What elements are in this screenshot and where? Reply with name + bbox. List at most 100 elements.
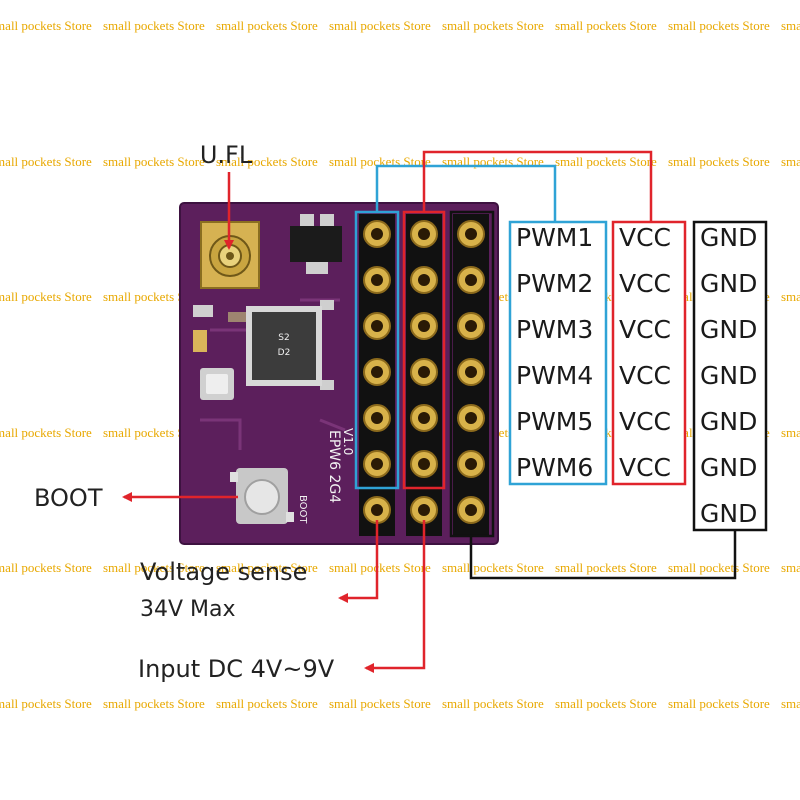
watermark-text: small pockets Store bbox=[668, 696, 770, 711]
vcc-connector-line bbox=[422, 150, 653, 222]
smd-part bbox=[320, 380, 334, 390]
watermark-text: small pockets Store bbox=[329, 696, 431, 711]
watermark-text: small pockets Store bbox=[781, 18, 800, 33]
header-pin-hole bbox=[465, 504, 477, 516]
header-pin-hole bbox=[465, 366, 477, 378]
watermark-text: small pockets Store bbox=[442, 696, 544, 711]
header-pin-hole bbox=[371, 458, 383, 470]
gnd-label-4: GND bbox=[700, 361, 757, 390]
vcc-label-5: VCC bbox=[619, 407, 671, 436]
watermark-text: small pockets Store bbox=[555, 154, 657, 169]
pcb-board: S2 D2 EPW6 2G4 V1.0 BOOT bbox=[179, 202, 499, 545]
ufl-label: U.FL bbox=[200, 141, 253, 169]
watermark-text: small pockets Store bbox=[781, 289, 800, 304]
header-pin-hole bbox=[371, 366, 383, 378]
gnd-label-6: GND bbox=[700, 453, 757, 482]
smd-part bbox=[228, 312, 246, 322]
header-pin-hole bbox=[418, 412, 430, 424]
smd-part bbox=[193, 305, 213, 317]
pwm-label-1: PWM1 bbox=[516, 223, 593, 252]
watermark-text: small pockets Store bbox=[0, 289, 92, 304]
watermark-text: small pockets Store bbox=[668, 18, 770, 33]
pwm-label-5: PWM5 bbox=[516, 407, 593, 436]
crystal bbox=[200, 368, 234, 400]
watermark-text: small pockets Store bbox=[216, 154, 318, 169]
header-pin-hole bbox=[465, 412, 477, 424]
watermark-text: small pockets Store bbox=[781, 696, 800, 711]
watermark-text: small pockets Store bbox=[0, 425, 92, 440]
gnd-label-box bbox=[692, 220, 768, 532]
gnd-label-3: GND bbox=[700, 315, 757, 344]
header-pin-hole bbox=[465, 320, 477, 332]
watermark-text: small pockets Store bbox=[216, 18, 318, 33]
gnd-label-5: GND bbox=[700, 407, 757, 436]
header-pin-hole bbox=[371, 274, 383, 286]
smd-part bbox=[320, 300, 334, 310]
voltage-sense-label: Voltage sense bbox=[140, 558, 307, 586]
input-dc-line bbox=[364, 520, 426, 673]
watermark-text: small pockets Store bbox=[781, 560, 800, 575]
vcc-label-2: VCC bbox=[619, 269, 671, 298]
header-pin-hole bbox=[465, 274, 477, 286]
input-dc-label: Input DC 4V~9V bbox=[138, 655, 335, 683]
vcc-label-4: VCC bbox=[619, 361, 671, 390]
pwm-label-4: PWM4 bbox=[516, 361, 593, 390]
silkscreen-boot: BOOT bbox=[297, 495, 308, 524]
watermark-text: small pockets Store bbox=[103, 18, 205, 33]
voltage-max-label: 34V Max bbox=[140, 597, 236, 622]
silkscreen-version: V1.0 bbox=[341, 428, 355, 455]
watermark-text: small pockets Store bbox=[103, 154, 205, 169]
vcc-label-box bbox=[611, 220, 687, 486]
gnd-connector-line bbox=[469, 530, 737, 580]
pwm-connector-line bbox=[375, 164, 557, 222]
svg-text:S2: S2 bbox=[278, 333, 289, 343]
pin-headers bbox=[359, 214, 489, 536]
vcc-label-1: VCC bbox=[619, 223, 671, 252]
header-pin-hole bbox=[371, 412, 383, 424]
gnd-label-2: GND bbox=[700, 269, 757, 298]
header-pin-hole bbox=[418, 366, 430, 378]
gnd-label-list: GND GND GND GND GND GND GND bbox=[700, 223, 757, 528]
watermark-text: small pockets Store bbox=[555, 696, 657, 711]
watermark-text: small pockets Store bbox=[329, 560, 431, 575]
mcu-chip: S2 D2 bbox=[246, 306, 322, 386]
vcc-label-3: VCC bbox=[619, 315, 671, 344]
watermark-text: small pockets Store bbox=[0, 154, 92, 169]
header-pin-hole bbox=[371, 504, 383, 516]
pwm-label-6: PWM6 bbox=[516, 453, 593, 482]
gnd-label-7: GND bbox=[700, 499, 757, 528]
watermark-text: small pockets Store bbox=[0, 696, 92, 711]
gnd-label-1: GND bbox=[700, 223, 757, 252]
smd-part bbox=[193, 330, 207, 352]
watermark-text: small pockets Store bbox=[103, 696, 205, 711]
boot-button-component bbox=[230, 468, 294, 524]
silkscreen-model: EPW6 2G4 bbox=[326, 430, 342, 503]
header-pin-hole bbox=[418, 274, 430, 286]
watermark-text: small pockets Store bbox=[103, 560, 205, 575]
watermark-text: small pockets Store bbox=[442, 560, 544, 575]
header-pin-hole bbox=[418, 320, 430, 332]
vcc-label-list: VCC VCC VCC VCC VCC VCC bbox=[619, 223, 671, 482]
svg-text:D2: D2 bbox=[278, 348, 291, 358]
header-pin-hole bbox=[418, 504, 430, 516]
vcc-label-6: VCC bbox=[619, 453, 671, 482]
watermark-text: small pockets Store bbox=[668, 154, 770, 169]
watermark-text: small pockets Store bbox=[329, 18, 431, 33]
header-pin-hole bbox=[371, 228, 383, 240]
watermark-text: small pockets Store bbox=[442, 18, 544, 33]
header-pin-hole bbox=[418, 458, 430, 470]
watermark-text: small pockets Store bbox=[216, 696, 318, 711]
pwm-label-3: PWM3 bbox=[516, 315, 593, 344]
watermark-text: small pockets Store bbox=[0, 560, 92, 575]
watermark-text: small pockets Store bbox=[0, 18, 92, 33]
header-pin-hole bbox=[418, 228, 430, 240]
pwm-label-2: PWM2 bbox=[516, 269, 593, 298]
header-pin-hole bbox=[465, 228, 477, 240]
watermark-text: small pockets Store bbox=[555, 560, 657, 575]
watermark-text: small pockets Store bbox=[216, 560, 318, 575]
header-pin-hole bbox=[371, 320, 383, 332]
regulator-chip bbox=[290, 214, 342, 274]
pwm-label-box bbox=[508, 220, 608, 486]
